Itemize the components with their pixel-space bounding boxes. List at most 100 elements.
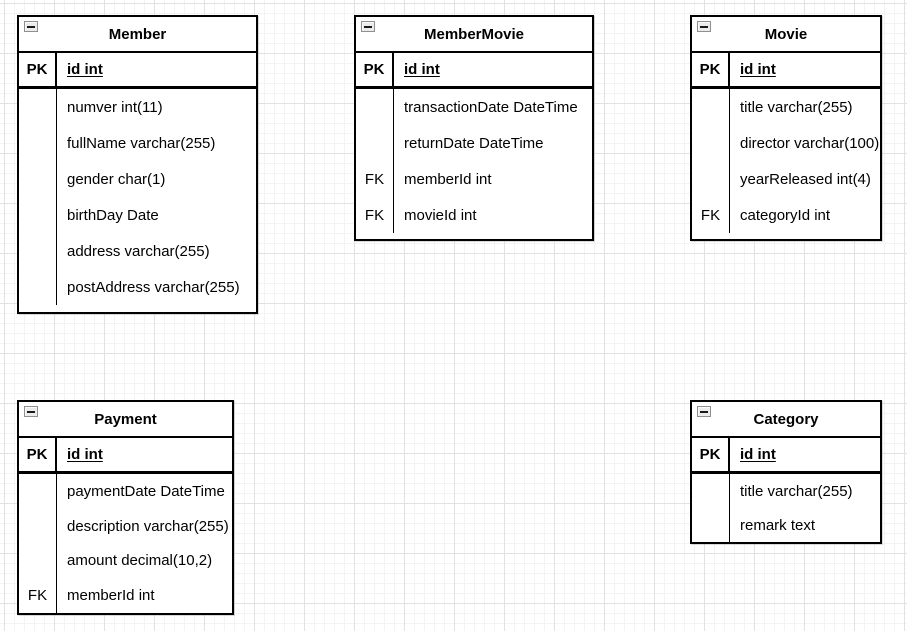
row-key-label: FK — [356, 161, 394, 197]
row-field-label: memberId int — [404, 170, 492, 188]
table-row[interactable]: gender char(1) — [19, 161, 256, 197]
pk-key-label: PK — [692, 53, 730, 86]
table-row[interactable]: yearReleased int(4) — [692, 161, 880, 197]
collapse-button[interactable] — [697, 406, 711, 417]
table-bottom-spacer — [356, 233, 592, 239]
table-row[interactable]: fullName varchar(255) — [19, 125, 256, 161]
row-key-label — [19, 543, 57, 579]
table-row[interactable]: address varchar(255) — [19, 233, 256, 269]
er-table-membermovie[interactable]: MemberMovie PK id int transactionDate Da… — [354, 15, 594, 241]
table-row[interactable]: remark text — [692, 508, 880, 542]
table-body: numver int(11) fullName varchar(255) gen… — [19, 89, 256, 312]
table-bottom-spacer — [692, 233, 880, 239]
row-field-label: fullName varchar(255) — [67, 134, 216, 152]
table-row[interactable]: transactionDate DateTime — [356, 89, 592, 125]
row-key-label — [692, 161, 730, 197]
table-row[interactable]: director varchar(100) — [692, 125, 880, 161]
table-body: title varchar(255) director varchar(100)… — [692, 89, 880, 239]
minus-icon — [700, 410, 708, 413]
row-field-label: movieId int — [404, 206, 477, 224]
collapse-button[interactable] — [24, 406, 38, 417]
table-header[interactable]: Movie — [692, 17, 880, 53]
pk-row[interactable]: PK id int — [19, 438, 232, 474]
table-header[interactable]: MemberMovie — [356, 17, 592, 53]
pk-field-label: id int — [740, 446, 776, 463]
row-field-label: director varchar(100) — [740, 134, 880, 152]
collapse-button[interactable] — [361, 21, 375, 32]
er-table-movie[interactable]: Movie PK id int title varchar(255) direc… — [690, 15, 882, 241]
row-key-label: FK — [692, 197, 730, 233]
row-field-label: memberId int — [67, 587, 155, 605]
row-key-label — [356, 89, 394, 125]
row-key-label — [19, 233, 57, 269]
pk-row[interactable]: PK id int — [19, 53, 256, 89]
er-table-category[interactable]: Category PK id int title varchar(255) re… — [690, 400, 882, 544]
row-field-label: returnDate DateTime — [404, 134, 544, 152]
table-body: title varchar(255) remark text — [692, 474, 880, 542]
pk-row[interactable]: PK id int — [356, 53, 592, 89]
collapse-button[interactable] — [24, 21, 38, 32]
table-row[interactable]: FK memberId int — [19, 578, 232, 613]
table-row[interactable]: title varchar(255) — [692, 474, 880, 508]
row-field-label: paymentDate DateTime — [67, 482, 225, 500]
row-field-label: address varchar(255) — [67, 242, 210, 260]
row-key-label — [19, 161, 57, 197]
row-key-label — [356, 125, 394, 161]
pk-key-label: PK — [356, 53, 394, 86]
row-field-label: yearReleased int(4) — [740, 170, 871, 188]
row-field-label: birthDay Date — [67, 206, 159, 224]
row-key-label — [19, 474, 57, 509]
row-field-label: title varchar(255) — [740, 482, 853, 500]
minus-icon — [27, 25, 35, 28]
table-title: Payment — [94, 410, 157, 428]
table-row[interactable]: amount decimal(10,2) — [19, 543, 232, 579]
table-title: MemberMovie — [423, 25, 525, 43]
pk-key-label: PK — [692, 438, 730, 471]
pk-field-label: id int — [67, 61, 103, 78]
pk-row[interactable]: PK id int — [692, 53, 880, 89]
row-key-label — [692, 125, 730, 161]
table-row[interactable]: postAddress varchar(255) — [19, 269, 256, 305]
row-key-label — [19, 508, 57, 544]
row-field-label: transactionDate DateTime — [404, 98, 578, 116]
table-row[interactable]: title varchar(255) — [692, 89, 880, 125]
pk-key-label: PK — [19, 438, 57, 471]
row-key-label: FK — [19, 578, 57, 613]
pk-row[interactable]: PK id int — [692, 438, 880, 474]
table-row[interactable]: birthDay Date — [19, 197, 256, 233]
table-header[interactable]: Payment — [19, 402, 232, 438]
table-title: Movie — [764, 25, 808, 43]
table-body: paymentDate DateTime description varchar… — [19, 474, 232, 613]
row-key-label — [692, 89, 730, 125]
table-header[interactable]: Category — [692, 402, 880, 438]
table-row[interactable]: paymentDate DateTime — [19, 474, 232, 509]
collapse-button[interactable] — [697, 21, 711, 32]
minus-icon — [700, 25, 708, 28]
row-field-label: title varchar(255) — [740, 98, 853, 116]
er-table-payment[interactable]: Payment PK id int paymentDate DateTime d… — [17, 400, 234, 615]
pk-key-label: PK — [19, 53, 57, 86]
row-field-label: postAddress varchar(255) — [67, 278, 240, 296]
row-key-label — [19, 89, 57, 125]
row-key-label: FK — [356, 197, 394, 233]
table-row[interactable]: returnDate DateTime — [356, 125, 592, 161]
row-key-label — [19, 125, 57, 161]
er-table-member[interactable]: Member PK id int numver int(11) fullName… — [17, 15, 258, 314]
table-row[interactable]: FK categoryId int — [692, 197, 880, 233]
table-row[interactable]: FK movieId int — [356, 197, 592, 233]
pk-field-label: id int — [404, 61, 440, 78]
minus-icon — [27, 410, 35, 413]
table-title: Member — [108, 25, 167, 43]
table-body: transactionDate DateTime returnDate Date… — [356, 89, 592, 239]
pk-field-label: id int — [67, 446, 103, 463]
row-key-label — [692, 474, 730, 508]
table-title: Category — [753, 410, 819, 428]
row-field-label: categoryId int — [740, 206, 831, 224]
row-field-label: amount decimal(10,2) — [67, 552, 213, 570]
table-header[interactable]: Member — [19, 17, 256, 53]
table-bottom-spacer — [19, 305, 256, 312]
table-row[interactable]: numver int(11) — [19, 89, 256, 125]
table-row[interactable]: FK memberId int — [356, 161, 592, 197]
table-row[interactable]: description varchar(255) — [19, 508, 232, 544]
